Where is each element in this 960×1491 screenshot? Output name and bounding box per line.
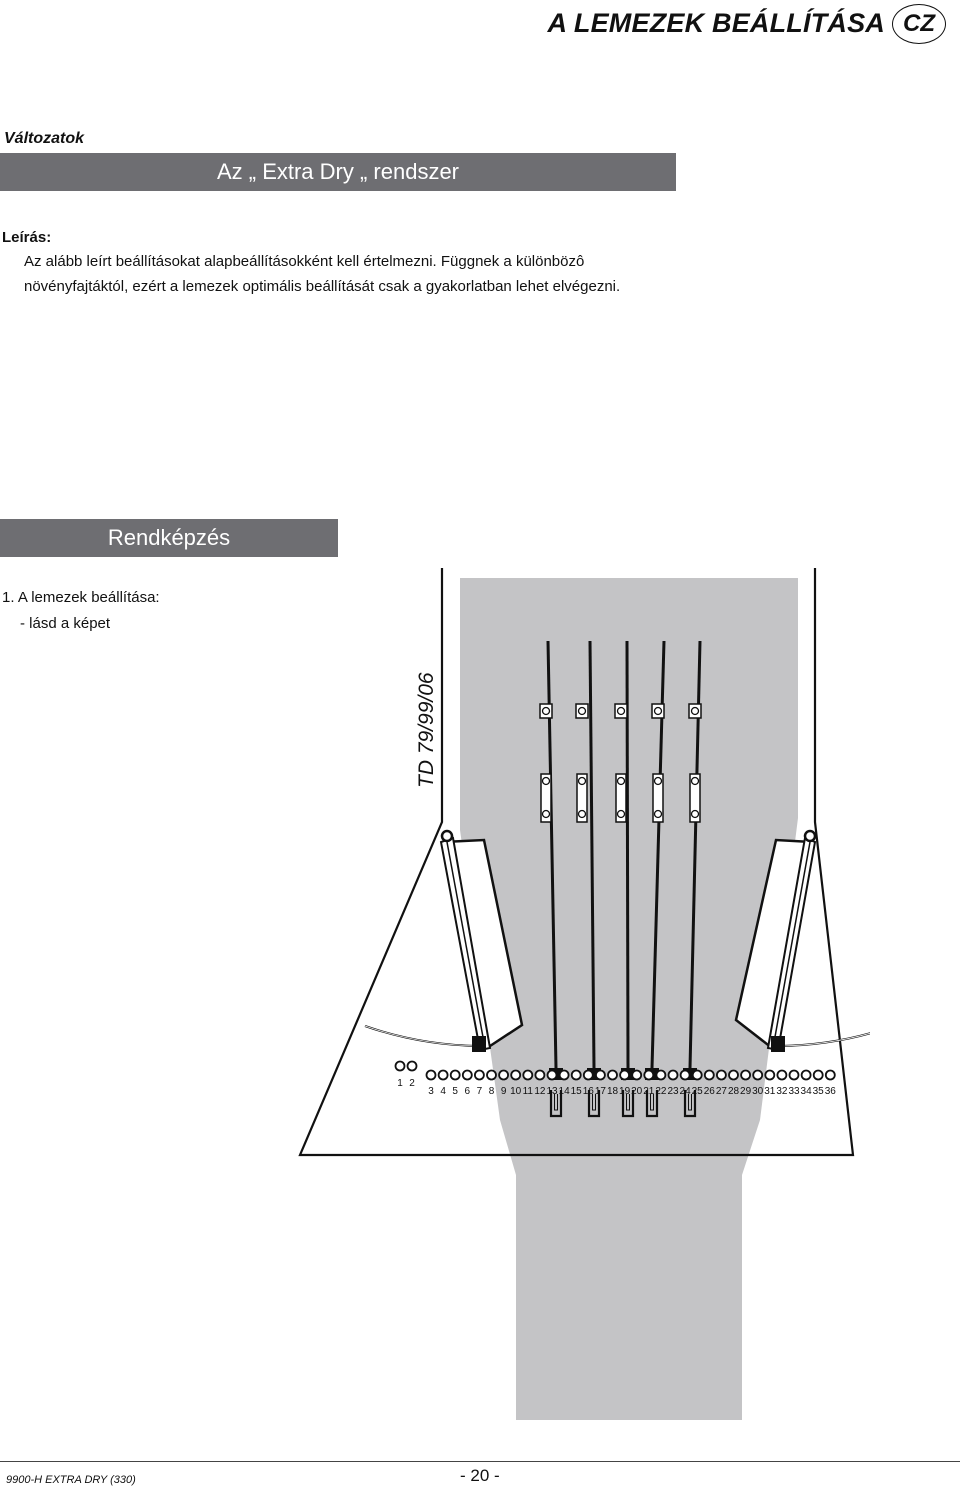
position-hole: 17 [595,1069,607,1097]
position-hole: 31 [764,1069,776,1097]
position-hole: 7 [473,1069,485,1097]
position-number: 9 [501,1086,507,1097]
step-1-subtext: - lásd a képet [20,615,111,632]
position-number: 29 [740,1086,752,1097]
position-number: 8 [489,1086,495,1097]
position-hole: 34 [801,1069,813,1097]
position-hole: 12 [534,1069,546,1097]
position-number: 15 [571,1086,583,1097]
drawing-code: TD 79/99/06 [415,672,438,788]
position-number: 4 [440,1086,446,1097]
position-number: 10 [510,1086,522,1097]
position-number: 14 [559,1086,571,1097]
vertical-plate [539,640,563,1118]
position-hole: 21 [643,1069,655,1097]
position-hole: 9 [498,1069,510,1097]
position-hole: 30 [752,1069,764,1097]
position-number: 30 [752,1086,764,1097]
position-hole: 3 [425,1069,437,1097]
position-hole: 16 [583,1069,595,1097]
position-hole: 13 [546,1069,558,1097]
position-number: 13 [546,1086,558,1097]
position-hole: 15 [571,1069,583,1097]
position-number: 19 [619,1086,631,1097]
language-badge: CZ [892,4,946,44]
position-number: 28 [728,1086,740,1097]
position-hole: 14 [559,1069,571,1097]
position-hole: 1 [394,1060,406,1089]
position-number: 23 [667,1086,679,1097]
frame-outline [298,568,855,1157]
position-hole: 27 [716,1069,728,1097]
position-hole: 35 [813,1069,825,1097]
position-number: 25 [692,1086,704,1097]
position-number: 1 [397,1078,403,1089]
position-number: 35 [813,1086,825,1097]
position-number: 26 [704,1086,716,1097]
position-number: 34 [801,1086,813,1097]
step-1-text: 1. A lemezek beállítása: [2,589,160,606]
position-number: 22 [655,1086,667,1097]
position-hole: 18 [607,1069,619,1097]
position-number: 7 [477,1086,483,1097]
row-forming-banner: Rendképzés [0,519,338,557]
position-number: 5 [452,1086,458,1097]
position-number: 27 [716,1086,728,1097]
position-number: 17 [595,1086,607,1097]
position-number: 6 [465,1086,471,1097]
position-hole: 28 [728,1069,740,1097]
footer-rule [0,1461,960,1462]
position-number: 21 [643,1086,655,1097]
position-hole: 2 [406,1060,418,1089]
position-number: 32 [776,1086,788,1097]
position-number: 3 [428,1086,434,1097]
position-hole: 20 [631,1069,643,1097]
position-hole: 5 [449,1069,461,1097]
position-number: 18 [607,1086,619,1097]
position-hole: 11 [522,1069,534,1097]
section-label: Változatok [4,130,85,147]
position-number: 11 [523,1086,534,1097]
position-hole: 6 [461,1069,473,1097]
page-header-title: A LEMEZEK BEÁLLÍTÁSA [547,8,885,38]
position-number: 20 [631,1086,643,1097]
position-number: 16 [583,1086,595,1097]
system-banner: Az „ Extra Dry „ rendszer [0,153,676,191]
position-number: 31 [764,1086,776,1097]
position-hole: 32 [776,1069,788,1097]
position-hole: 4 [437,1069,449,1097]
position-number: 12 [534,1086,546,1097]
position-hole: 8 [486,1069,497,1097]
footer-model: 9900-H EXTRA DRY (330) [6,1474,136,1486]
position-hole: 26 [704,1069,716,1097]
position-number: 24 [680,1086,692,1097]
position-number: 36 [825,1086,837,1097]
description-label: Leírás: [2,229,52,246]
position-hole: 10 [510,1069,522,1097]
description-text: Az alább leírt beállításokat alapbeállít… [24,253,621,295]
position-hole: 23 [667,1069,679,1097]
left-divider-plate [439,829,524,1052]
vertical-plate [683,640,702,1118]
left-arc [364,1025,479,1047]
position-hole: 22 [655,1069,667,1097]
position-number: 33 [788,1086,800,1097]
right-divider-plate [734,829,817,1052]
position-hole: 29 [740,1069,752,1097]
page-number: - 20 - [460,1466,500,1485]
position-hole: 25 [692,1069,704,1097]
position-number: 2 [409,1078,415,1089]
right-arc [779,1032,870,1047]
position-hole: 33 [788,1069,800,1097]
position-hole: 36 [825,1069,837,1097]
position-hole: 19 [619,1069,631,1097]
position-hole: 24 [680,1069,692,1097]
